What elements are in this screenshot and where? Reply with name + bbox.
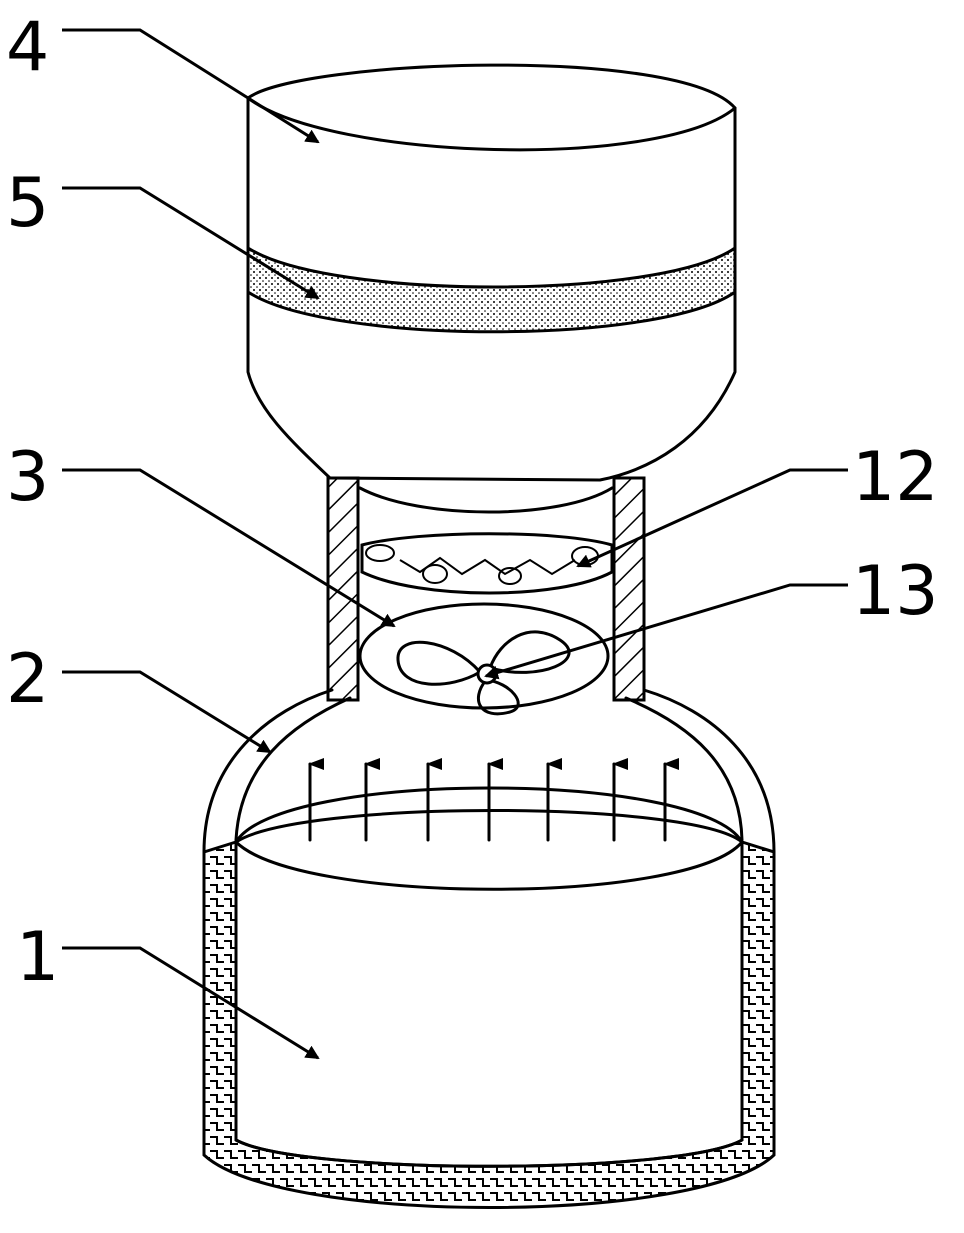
top-cylinder <box>246 63 737 514</box>
label-5: 5 <box>6 164 49 243</box>
label-1: 1 <box>16 918 59 997</box>
leader-2 <box>62 670 272 754</box>
inner-filter <box>360 532 614 595</box>
leader-3 <box>62 468 396 628</box>
label-3: 3 <box>6 438 49 517</box>
part-labels: 4 5 3 12 13 2 1 <box>6 8 939 997</box>
leader-12 <box>576 468 848 568</box>
updraft-arrows <box>308 758 679 842</box>
label-2: 2 <box>6 640 49 719</box>
leader-lines <box>62 28 848 1060</box>
label-13: 13 <box>852 552 939 631</box>
lower-vessel <box>202 688 776 1209</box>
leader-4 <box>62 28 320 144</box>
leader-5 <box>62 186 320 300</box>
label-4: 4 <box>6 8 49 87</box>
leader-1 <box>62 946 320 1060</box>
leader-13 <box>484 583 848 680</box>
label-12: 12 <box>852 438 939 517</box>
filter-band <box>246 245 737 334</box>
